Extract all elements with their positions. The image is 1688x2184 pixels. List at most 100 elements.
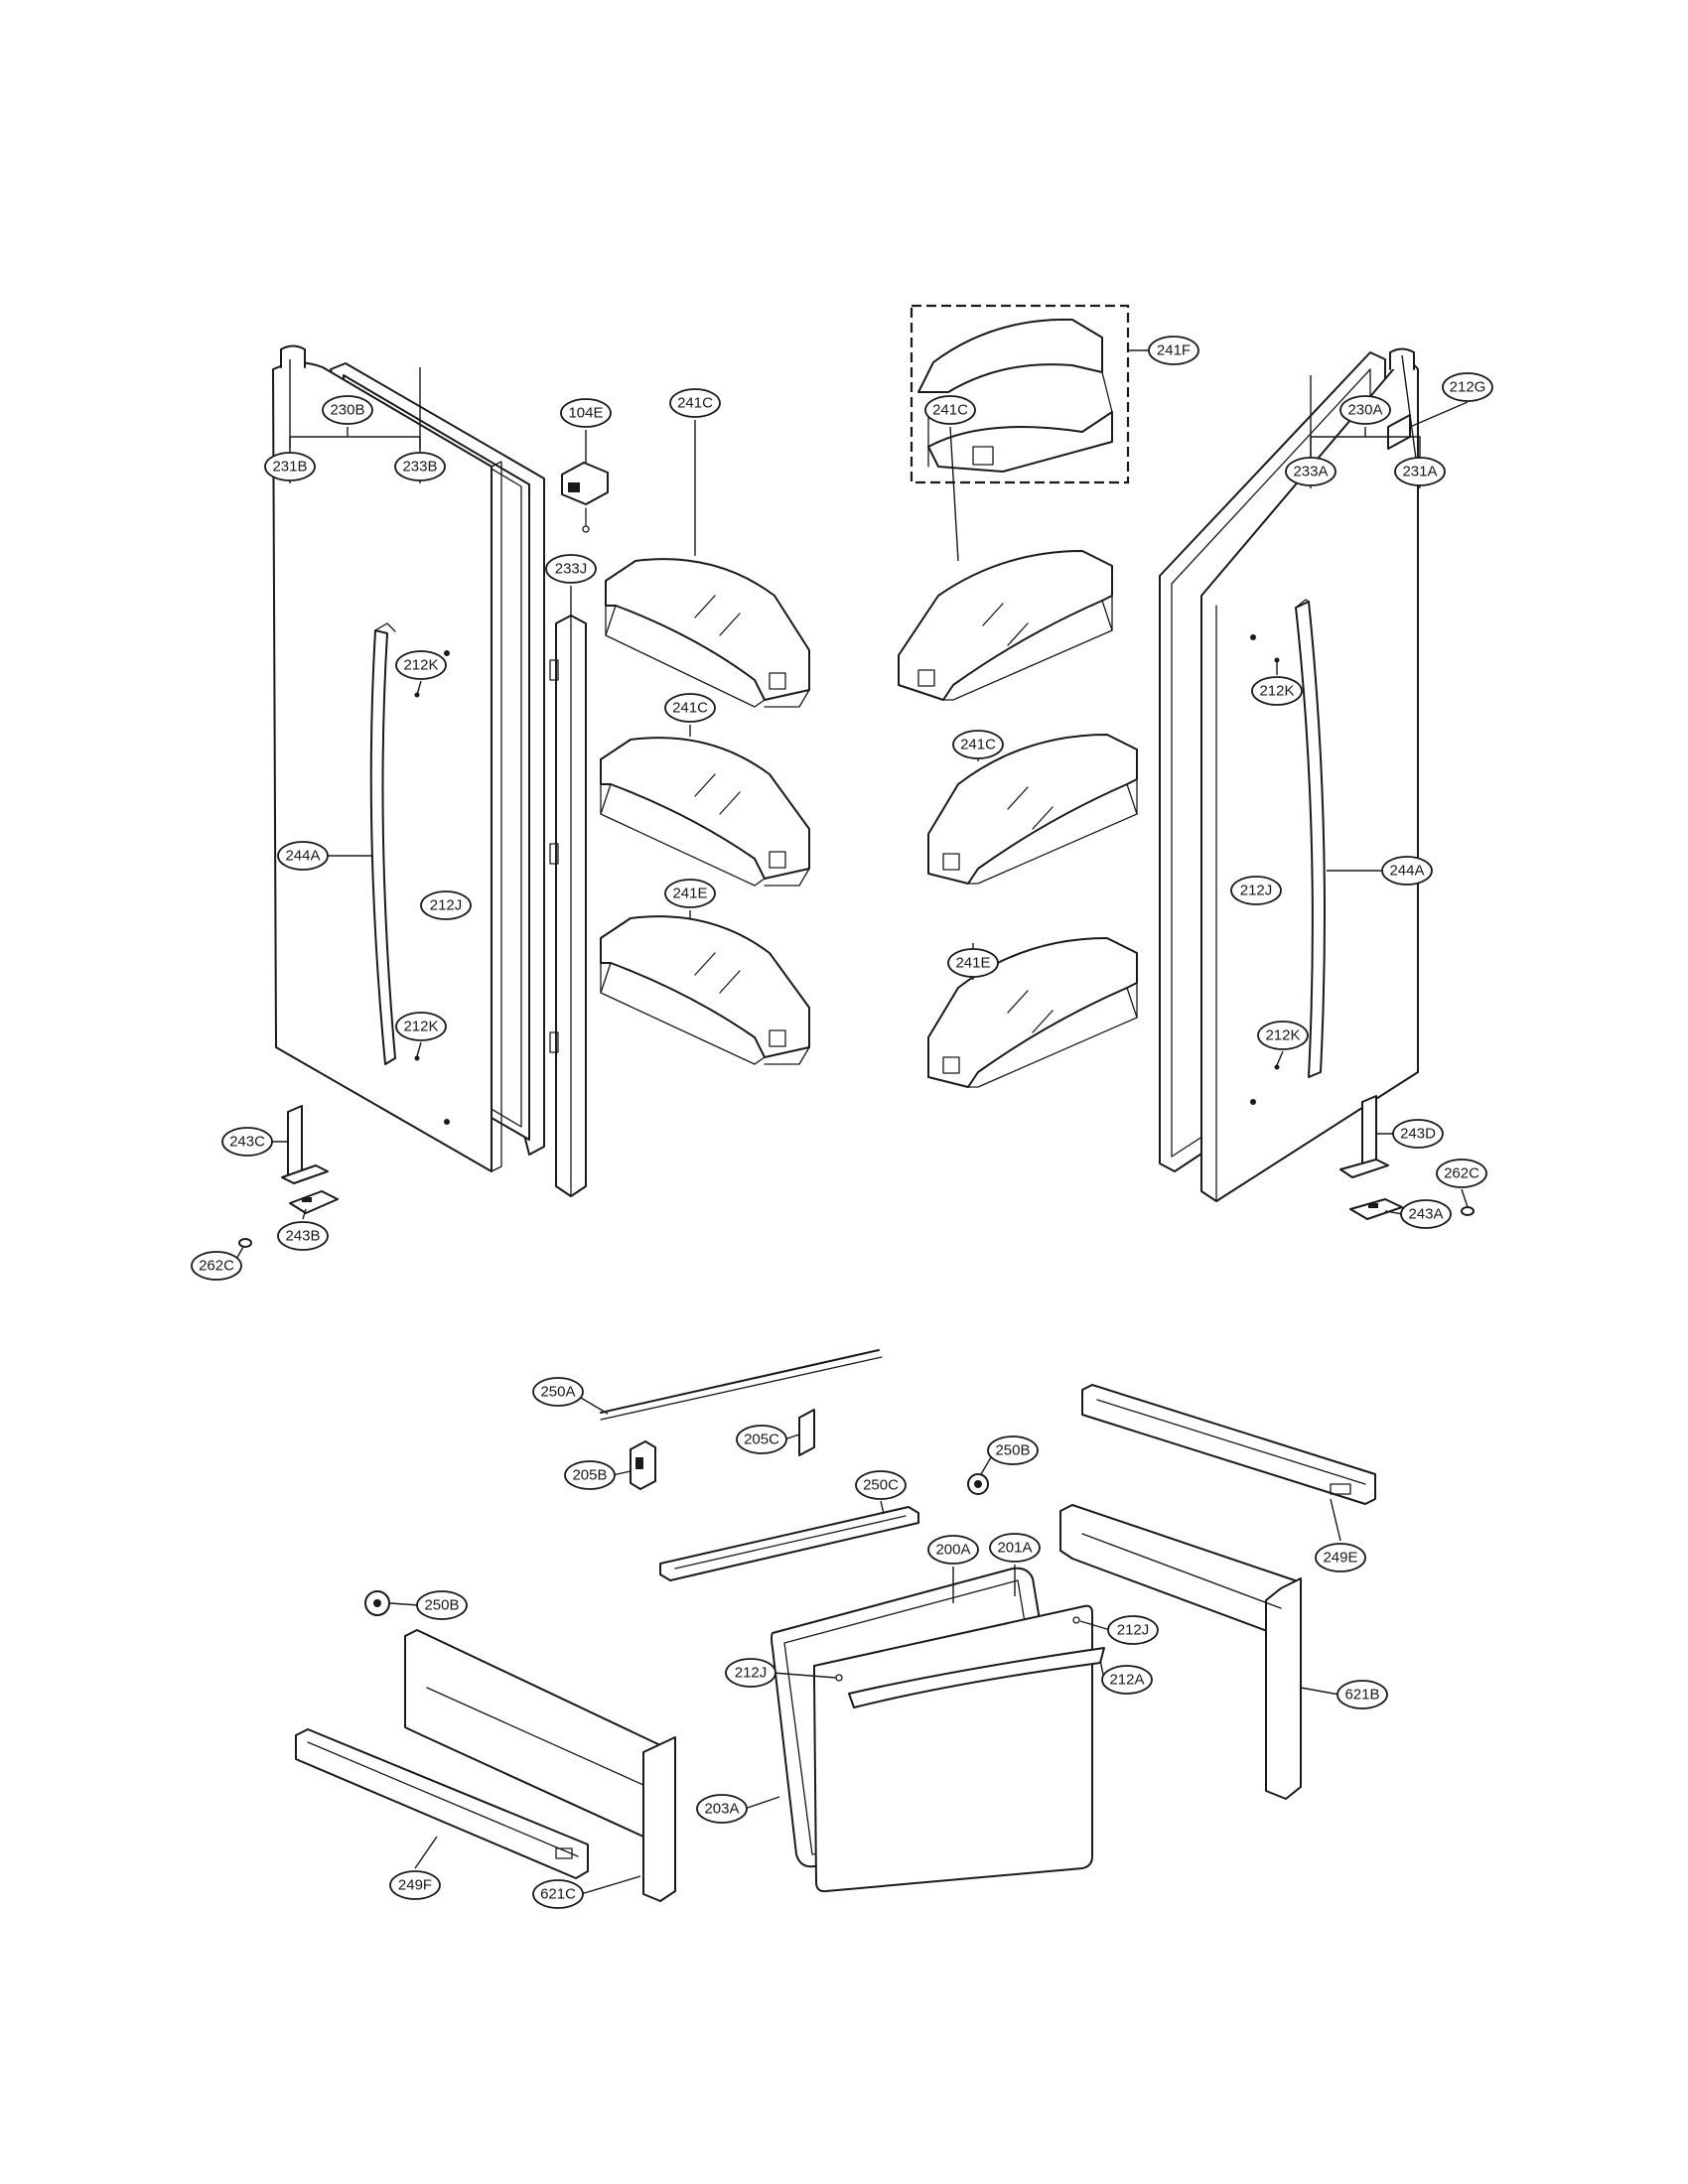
- callout-212A-text: 212A: [1109, 1672, 1144, 1689]
- callout-243C-text: 243C: [229, 1134, 265, 1151]
- callout-249E-text: 249E: [1323, 1550, 1357, 1567]
- callout-250A-text: 250A: [540, 1384, 575, 1401]
- callout-230B-text: 230B: [330, 402, 364, 419]
- callout-231A-text: 231A: [1402, 464, 1437, 480]
- callout-212J-left-door-text: 212J: [430, 897, 463, 914]
- callout-201A: 201A: [989, 1533, 1041, 1563]
- callout-212J-drawer-right: 212J: [1107, 1615, 1159, 1645]
- leader-lines: [234, 349, 1469, 1895]
- callout-241F-text: 241F: [1157, 342, 1191, 359]
- callout-212K-right-top: 212K: [1251, 676, 1303, 706]
- callout-241C-left-1: 241C: [669, 388, 721, 418]
- callout-230A: 230A: [1339, 395, 1391, 425]
- callout-249F-text: 249F: [398, 1877, 432, 1894]
- callout-212K-right-bottom: 212K: [1257, 1021, 1309, 1050]
- callout-241E-left-text: 241E: [672, 886, 707, 902]
- callout-243A-text: 243A: [1408, 1206, 1443, 1223]
- callout-250C: 250C: [855, 1470, 907, 1500]
- callout-212J-right-door: 212J: [1230, 876, 1282, 905]
- callout-205B-text: 205B: [572, 1467, 607, 1484]
- callout-212J-drawer-left-text: 212J: [735, 1665, 768, 1682]
- callout-233A-text: 233A: [1293, 464, 1328, 480]
- callout-243C: 243C: [221, 1127, 273, 1157]
- callout-244A-right: 244A: [1381, 856, 1433, 886]
- callout-201A-text: 201A: [997, 1540, 1032, 1557]
- callout-241C-right-1-text: 241C: [932, 402, 968, 419]
- callout-212J-right-door-text: 212J: [1240, 883, 1273, 899]
- callout-243A: 243A: [1400, 1199, 1452, 1229]
- callout-labels: 230B 231B 233B 104E 233J 241C 241C 241E …: [191, 336, 1493, 1909]
- callout-262C-right-text: 262C: [1444, 1165, 1479, 1182]
- callout-243D-text: 243D: [1400, 1126, 1436, 1143]
- callout-212J-drawer-right-text: 212J: [1117, 1622, 1150, 1639]
- callout-241F: 241F: [1148, 336, 1199, 365]
- callout-205B: 205B: [564, 1460, 616, 1490]
- callout-250B-left: 250B: [416, 1590, 468, 1620]
- callout-241C-right-2: 241C: [952, 730, 1004, 759]
- callout-212K-left-bottom: 212K: [395, 1012, 447, 1041]
- callout-243B: 243B: [277, 1221, 329, 1251]
- callout-200A: 200A: [927, 1535, 979, 1565]
- callout-262C-right: 262C: [1436, 1159, 1487, 1188]
- callout-212K-left-bottom-text: 212K: [403, 1019, 438, 1035]
- callout-212K-left-top-text: 212K: [403, 657, 438, 674]
- callout-212J-left-door: 212J: [420, 890, 472, 920]
- callout-233J-text: 233J: [555, 561, 588, 578]
- callout-243D: 243D: [1392, 1119, 1444, 1149]
- callout-212A: 212A: [1101, 1665, 1153, 1695]
- callout-212K-right-bottom-text: 212K: [1265, 1027, 1300, 1044]
- callout-241C-left-1-text: 241C: [677, 395, 713, 412]
- callout-212G-text: 212G: [1450, 379, 1486, 396]
- callout-621B-text: 621B: [1344, 1687, 1379, 1704]
- callout-241E-right: 241E: [947, 948, 999, 978]
- callout-233B-text: 233B: [402, 459, 437, 476]
- callout-250B-right: 250B: [987, 1435, 1039, 1465]
- callout-244A-right-text: 244A: [1389, 863, 1424, 880]
- callout-212G: 212G: [1442, 372, 1493, 402]
- callout-244A-left-text: 244A: [285, 848, 320, 865]
- right-door-bins: [898, 304, 1138, 1088]
- callout-233B: 233B: [394, 452, 446, 481]
- callout-212K-right-top-text: 212K: [1259, 683, 1294, 700]
- callout-621B: 621B: [1336, 1680, 1388, 1709]
- callout-241E-right-text: 241E: [955, 955, 990, 972]
- callout-233A: 233A: [1285, 457, 1336, 486]
- callout-231B: 231B: [264, 452, 316, 481]
- callout-230A-text: 230A: [1347, 402, 1382, 419]
- callout-250B-left-text: 250B: [424, 1597, 459, 1614]
- callout-241C-right-2-text: 241C: [960, 737, 996, 753]
- callout-241C-left-2-text: 241C: [672, 700, 708, 717]
- callout-249E: 249E: [1315, 1543, 1366, 1572]
- callout-200A-text: 200A: [935, 1542, 970, 1559]
- left-door-bins: [600, 558, 810, 1065]
- callout-104E-text: 104E: [568, 405, 603, 422]
- callout-231B-text: 231B: [272, 459, 307, 476]
- callout-244A-left: 244A: [277, 841, 329, 871]
- callout-203A: 203A: [696, 1794, 748, 1824]
- callout-203A-text: 203A: [704, 1801, 739, 1818]
- freezer-drawer-assembly: [295, 1349, 1376, 1902]
- callout-230B: 230B: [322, 395, 373, 425]
- right-door-assembly: [1159, 347, 1475, 1220]
- callout-205C-text: 205C: [744, 1432, 779, 1448]
- callout-262C-left-text: 262C: [199, 1258, 234, 1275]
- left-door-assembly: [238, 344, 609, 1248]
- callout-250C-text: 250C: [863, 1477, 899, 1494]
- callout-243B-text: 243B: [285, 1228, 320, 1245]
- callout-621C-text: 621C: [540, 1886, 576, 1903]
- callout-212K-left-top: 212K: [395, 650, 447, 680]
- callout-250A: 250A: [532, 1377, 584, 1407]
- callout-241E-left: 241E: [664, 879, 716, 908]
- callout-241C-right-1: 241C: [924, 395, 976, 425]
- callout-241C-left-2: 241C: [664, 693, 716, 723]
- callout-262C-left: 262C: [191, 1251, 242, 1281]
- callout-249F: 249F: [389, 1870, 441, 1900]
- callout-621C: 621C: [532, 1879, 584, 1909]
- callout-205C: 205C: [736, 1425, 787, 1454]
- callout-212J-drawer-left: 212J: [725, 1658, 776, 1688]
- callout-233J: 233J: [545, 554, 597, 584]
- callout-231A: 231A: [1394, 457, 1446, 486]
- callout-250B-right-text: 250B: [995, 1442, 1030, 1459]
- callout-104E: 104E: [560, 398, 612, 428]
